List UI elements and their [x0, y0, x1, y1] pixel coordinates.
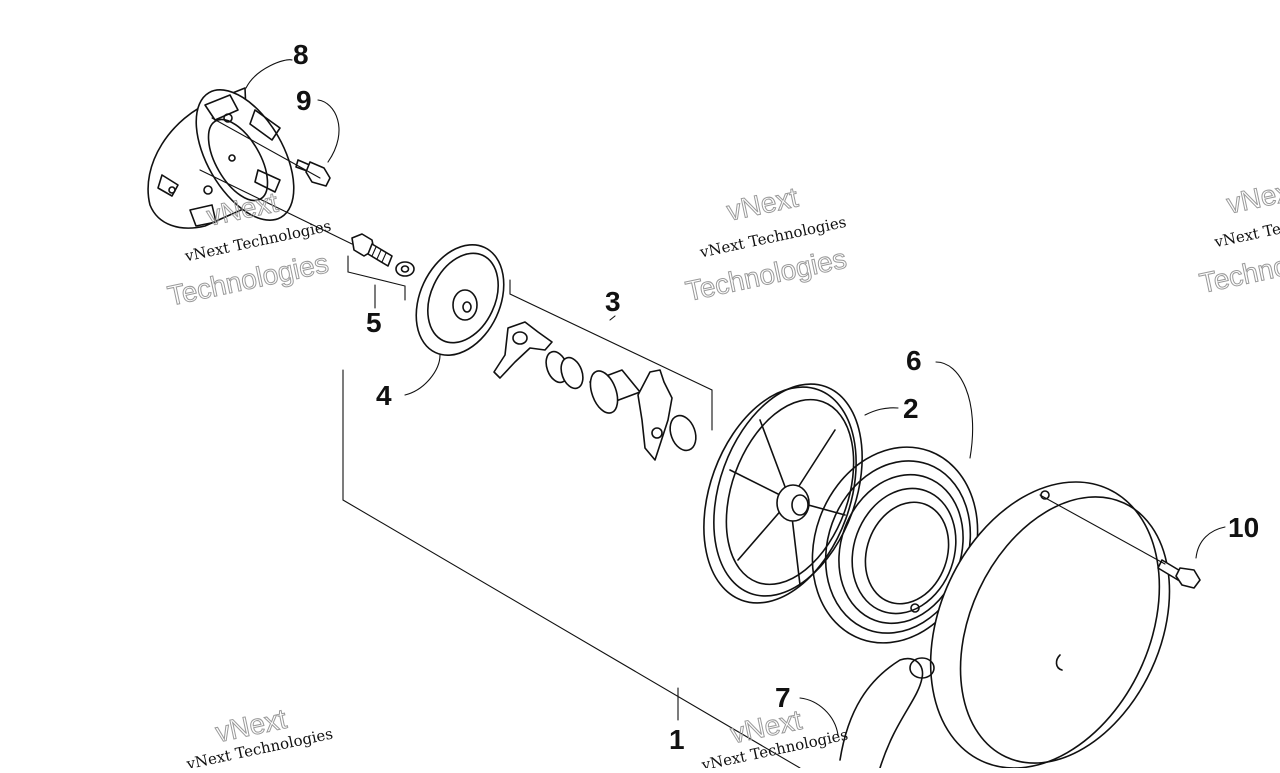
watermark-bottom-center: vNext vNext Technologies [699, 704, 849, 773]
callout-7: 7 [775, 682, 791, 713]
part-2-pulley [703, 383, 863, 604]
watermark-top-center: vNext vNext Technologies Technologies [682, 181, 849, 308]
watermark-vnext: vNext [724, 181, 801, 226]
callout-8: 8 [293, 39, 309, 70]
callout-5: 5 [366, 307, 382, 338]
part-7-starter-rope [839, 657, 935, 769]
part-9-bolt [295, 159, 331, 187]
watermark-vnext: vNext [1224, 174, 1280, 219]
part-10-bolt [1157, 559, 1201, 589]
callout-10: 10 [1228, 512, 1259, 543]
callout-6: 6 [906, 345, 922, 376]
callout-2: 2 [903, 393, 919, 424]
watermark-bottom-left: vNext vNext Technologies [184, 703, 334, 773]
callout-4: 4 [376, 380, 392, 411]
part-5-bolt-washer [351, 233, 415, 277]
callout-9: 9 [296, 85, 312, 116]
callout-1: 1 [669, 724, 685, 755]
part-3-pawl-assembly [493, 321, 697, 461]
starter-housing [910, 481, 1171, 769]
watermark-top-right: vNext vNext Technologies Technologies [1196, 174, 1280, 300]
callout-3: 3 [605, 286, 621, 317]
part-4-plate [415, 243, 505, 357]
leader-lines [199, 59, 1226, 769]
